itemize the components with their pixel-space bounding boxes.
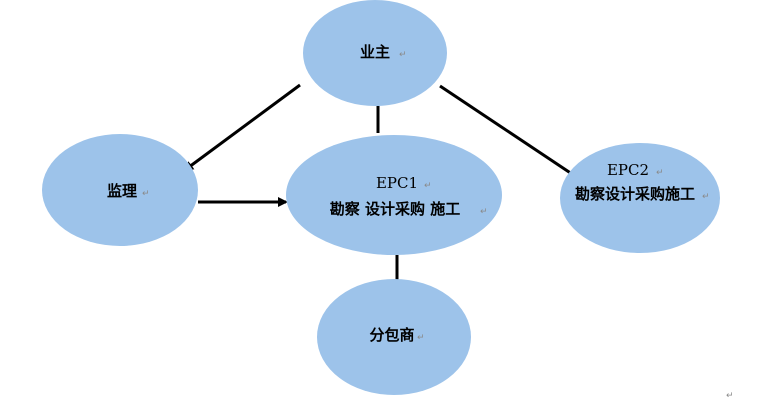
paragraph-mark: ↵ [480, 207, 488, 217]
node-subcontractor-label: 分包商 [369, 326, 414, 344]
node-supervisor-shape [42, 134, 198, 246]
node-epc2: EPC2 ↵ 勘察设计采购施工 ↵ [560, 143, 720, 253]
node-subcontractor-shape [317, 279, 471, 395]
node-owner-shape [303, 0, 447, 106]
node-epc2-subtitle: 勘察设计采购施工 [575, 185, 695, 203]
node-epc2-shape [560, 143, 720, 253]
edge-owner-to-epc2 [439, 84, 580, 180]
node-subcontractor: 分包商 ↵ [317, 279, 471, 395]
node-epc1-shape [286, 135, 502, 255]
paragraph-mark: ↵ [702, 192, 710, 202]
node-supervisor: 监理 ↵ [42, 134, 198, 246]
node-supervisor-label: 监理 [107, 182, 137, 200]
paragraph-mark: ↵ [142, 189, 150, 199]
node-epc1: EPC1 ↵ 勘察 设计采购 施工 ↵ [286, 135, 502, 255]
paragraph-mark: ↵ [656, 168, 664, 178]
paragraph-mark: ↵ [399, 50, 407, 60]
edge-owner-to-supervisor [183, 83, 301, 172]
paragraph-mark: ↵ [424, 181, 432, 191]
node-owner: 业主 ↵ [303, 0, 447, 106]
node-epc2-title: EPC2 [607, 161, 649, 179]
node-epc1-title: EPC1 [376, 174, 418, 192]
node-epc1-subtitle: 勘察 设计采购 施工 [330, 200, 460, 218]
paragraph-mark: ↵ [417, 333, 425, 343]
paragraph-mark: ↵ [726, 391, 734, 401]
node-owner-label: 业主 [360, 43, 390, 61]
